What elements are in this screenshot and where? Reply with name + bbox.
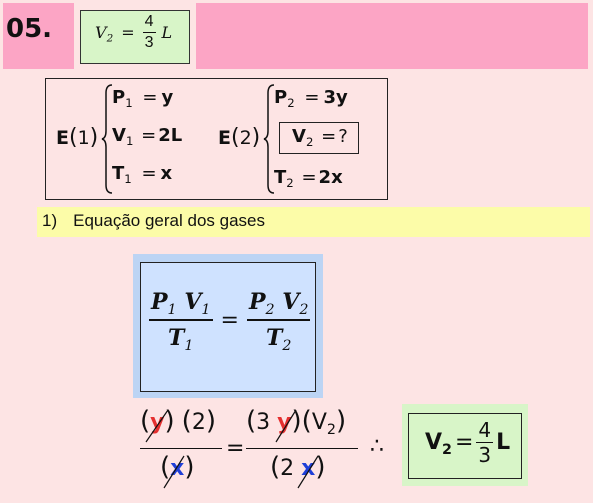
answer-unit: L (161, 23, 173, 42)
state2-row-p: P2 =3y (274, 87, 348, 111)
state2-row-t: T2 =2x (274, 167, 343, 191)
substitution-lhs: (y) (2) (x) (140, 406, 222, 490)
step-number: 1) (42, 211, 58, 230)
question-number: 05. (6, 14, 53, 44)
final-fraction: 4 3 (476, 418, 494, 467)
state1-row-t: T1 =x (112, 163, 173, 187)
state2-brace-icon (263, 84, 275, 194)
cancel-strike-icon (145, 409, 185, 489)
answer-numerator: 4 (142, 14, 156, 33)
gas-law-eq: = (220, 307, 239, 333)
state1-row-v: V1 =2L (112, 125, 183, 149)
gas-law-rhs: P2 V2 T2 (246, 289, 311, 354)
step-title: 1) Equação geral dos gases (42, 211, 265, 231)
answer-fraction: 4 3 (142, 14, 156, 51)
answer-box-top: V2 = 4 3 L (80, 10, 190, 64)
state2-label: E(2) (218, 125, 261, 150)
cancel-y: y (150, 410, 165, 435)
answer-eq: = (121, 23, 135, 42)
state2-row-v: V2 =? (292, 126, 348, 150)
substitution-eq: = (226, 436, 245, 461)
gas-law-lhs: P1 V1 T1 (149, 289, 213, 354)
final-var: V2 (425, 430, 452, 458)
step-banner (37, 207, 590, 237)
state1-brace-icon (101, 84, 113, 194)
substitution-rhs: (3 y)(V2) (2 x) (246, 406, 360, 490)
unknown-highlight-box (279, 122, 359, 154)
cancel-strike-icon (275, 409, 319, 489)
states-box: E(1) P1 =y V1 =2L T1 =x E(2) P2 =3y V2 =… (45, 78, 388, 200)
state1-row-p: P1 =y (112, 87, 174, 111)
final-unit: L (496, 430, 511, 455)
final-answer-box: V2 = 4 3 L (408, 413, 522, 479)
cancel-x: x (170, 456, 185, 481)
step-text: Equação geral dos gases (73, 211, 265, 230)
therefore-symbol: ∴ (370, 434, 384, 459)
state1-label: E(1) (56, 125, 99, 150)
answer-var: V2 (95, 23, 114, 45)
gas-law-formula: P1 V1 T1 = P2 V2 T2 (140, 262, 316, 392)
answer-denominator: 3 (144, 34, 154, 51)
